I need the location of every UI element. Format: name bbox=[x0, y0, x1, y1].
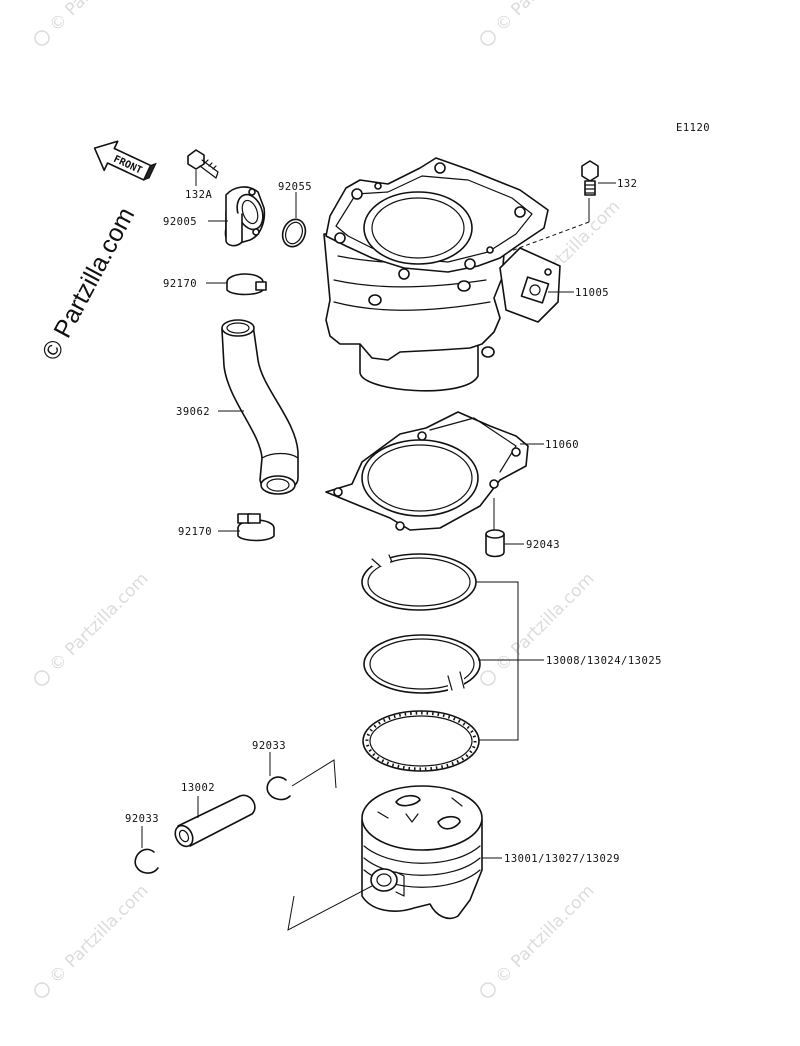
watermark-bottom-left: © Partzilla.com bbox=[34, 881, 153, 998]
svg-text:© Partzilla.com: © Partzilla.com bbox=[492, 0, 599, 36]
cylinder-11005: 11005 bbox=[323, 157, 609, 392]
label-92033-left: 92033 bbox=[125, 813, 159, 825]
label-92033-right: 92033 bbox=[252, 740, 286, 752]
circlip-right-92033: 92033 bbox=[252, 740, 337, 801]
label-92170-lower: 92170 bbox=[178, 526, 212, 538]
label-rings: 13008/13024/13025 bbox=[546, 655, 662, 667]
label-92005: 92005 bbox=[163, 216, 197, 228]
ring-top bbox=[361, 553, 477, 611]
oring-92055: 92055 bbox=[278, 181, 312, 248]
circlip-left-92033: 92033 bbox=[125, 813, 159, 874]
front-arrow-icon: FRONT bbox=[93, 140, 157, 181]
diagram-code: E1120 bbox=[676, 122, 710, 134]
clamp-lower-92170: 92170 bbox=[178, 513, 275, 542]
watermark-top-left: © Partzilla.com bbox=[34, 0, 153, 46]
piston-pin-13002: 13002 bbox=[174, 782, 256, 848]
piston-rings: 13008/13024/13025 bbox=[361, 553, 662, 772]
gasket-11060: 11060 bbox=[325, 411, 579, 531]
ring-second bbox=[363, 634, 481, 694]
watermark-main: © Partzilla.com bbox=[37, 203, 141, 365]
svg-text:© Partzilla.com: © Partzilla.com bbox=[37, 203, 141, 365]
ring-oil bbox=[362, 710, 480, 772]
watermark-mid-left: © Partzilla.com bbox=[34, 569, 153, 686]
label-92043: 92043 bbox=[526, 539, 560, 551]
label-92055: 92055 bbox=[278, 181, 312, 193]
label-piston: 13001/13027/13029 bbox=[504, 853, 620, 865]
dowel-92043: 92043 bbox=[485, 498, 560, 558]
label-132: 132 bbox=[617, 178, 637, 190]
label-11060: 11060 bbox=[545, 439, 579, 451]
label-39062: 39062 bbox=[176, 406, 210, 418]
svg-text:© Partzilla.com: © Partzilla.com bbox=[46, 881, 153, 988]
hose-39062: 39062 bbox=[176, 319, 299, 495]
bolt-132: 132 bbox=[491, 160, 637, 259]
svg-text:© Partzilla.com: © Partzilla.com bbox=[492, 881, 599, 988]
fitting-92005: 92005 bbox=[163, 186, 266, 247]
watermark-mid-right: © Partzilla.com bbox=[480, 569, 598, 686]
svg-text:© Partzilla.com: © Partzilla.com bbox=[46, 0, 153, 36]
bolt-132a: 132A bbox=[185, 149, 219, 201]
piston-13001: 13001/13027/13029 bbox=[287, 785, 620, 931]
label-13002: 13002 bbox=[181, 782, 215, 794]
svg-text:© Partzilla.com: © Partzilla.com bbox=[46, 569, 153, 676]
label-92170-upper: 92170 bbox=[163, 278, 197, 290]
watermark-bottom-right: © Partzilla.com bbox=[480, 881, 599, 998]
clamp-upper-92170: 92170 bbox=[163, 273, 267, 296]
label-11005: 11005 bbox=[575, 287, 609, 299]
watermark-top-right: © Partzilla.com bbox=[480, 0, 599, 46]
label-132a: 132A bbox=[185, 189, 212, 201]
